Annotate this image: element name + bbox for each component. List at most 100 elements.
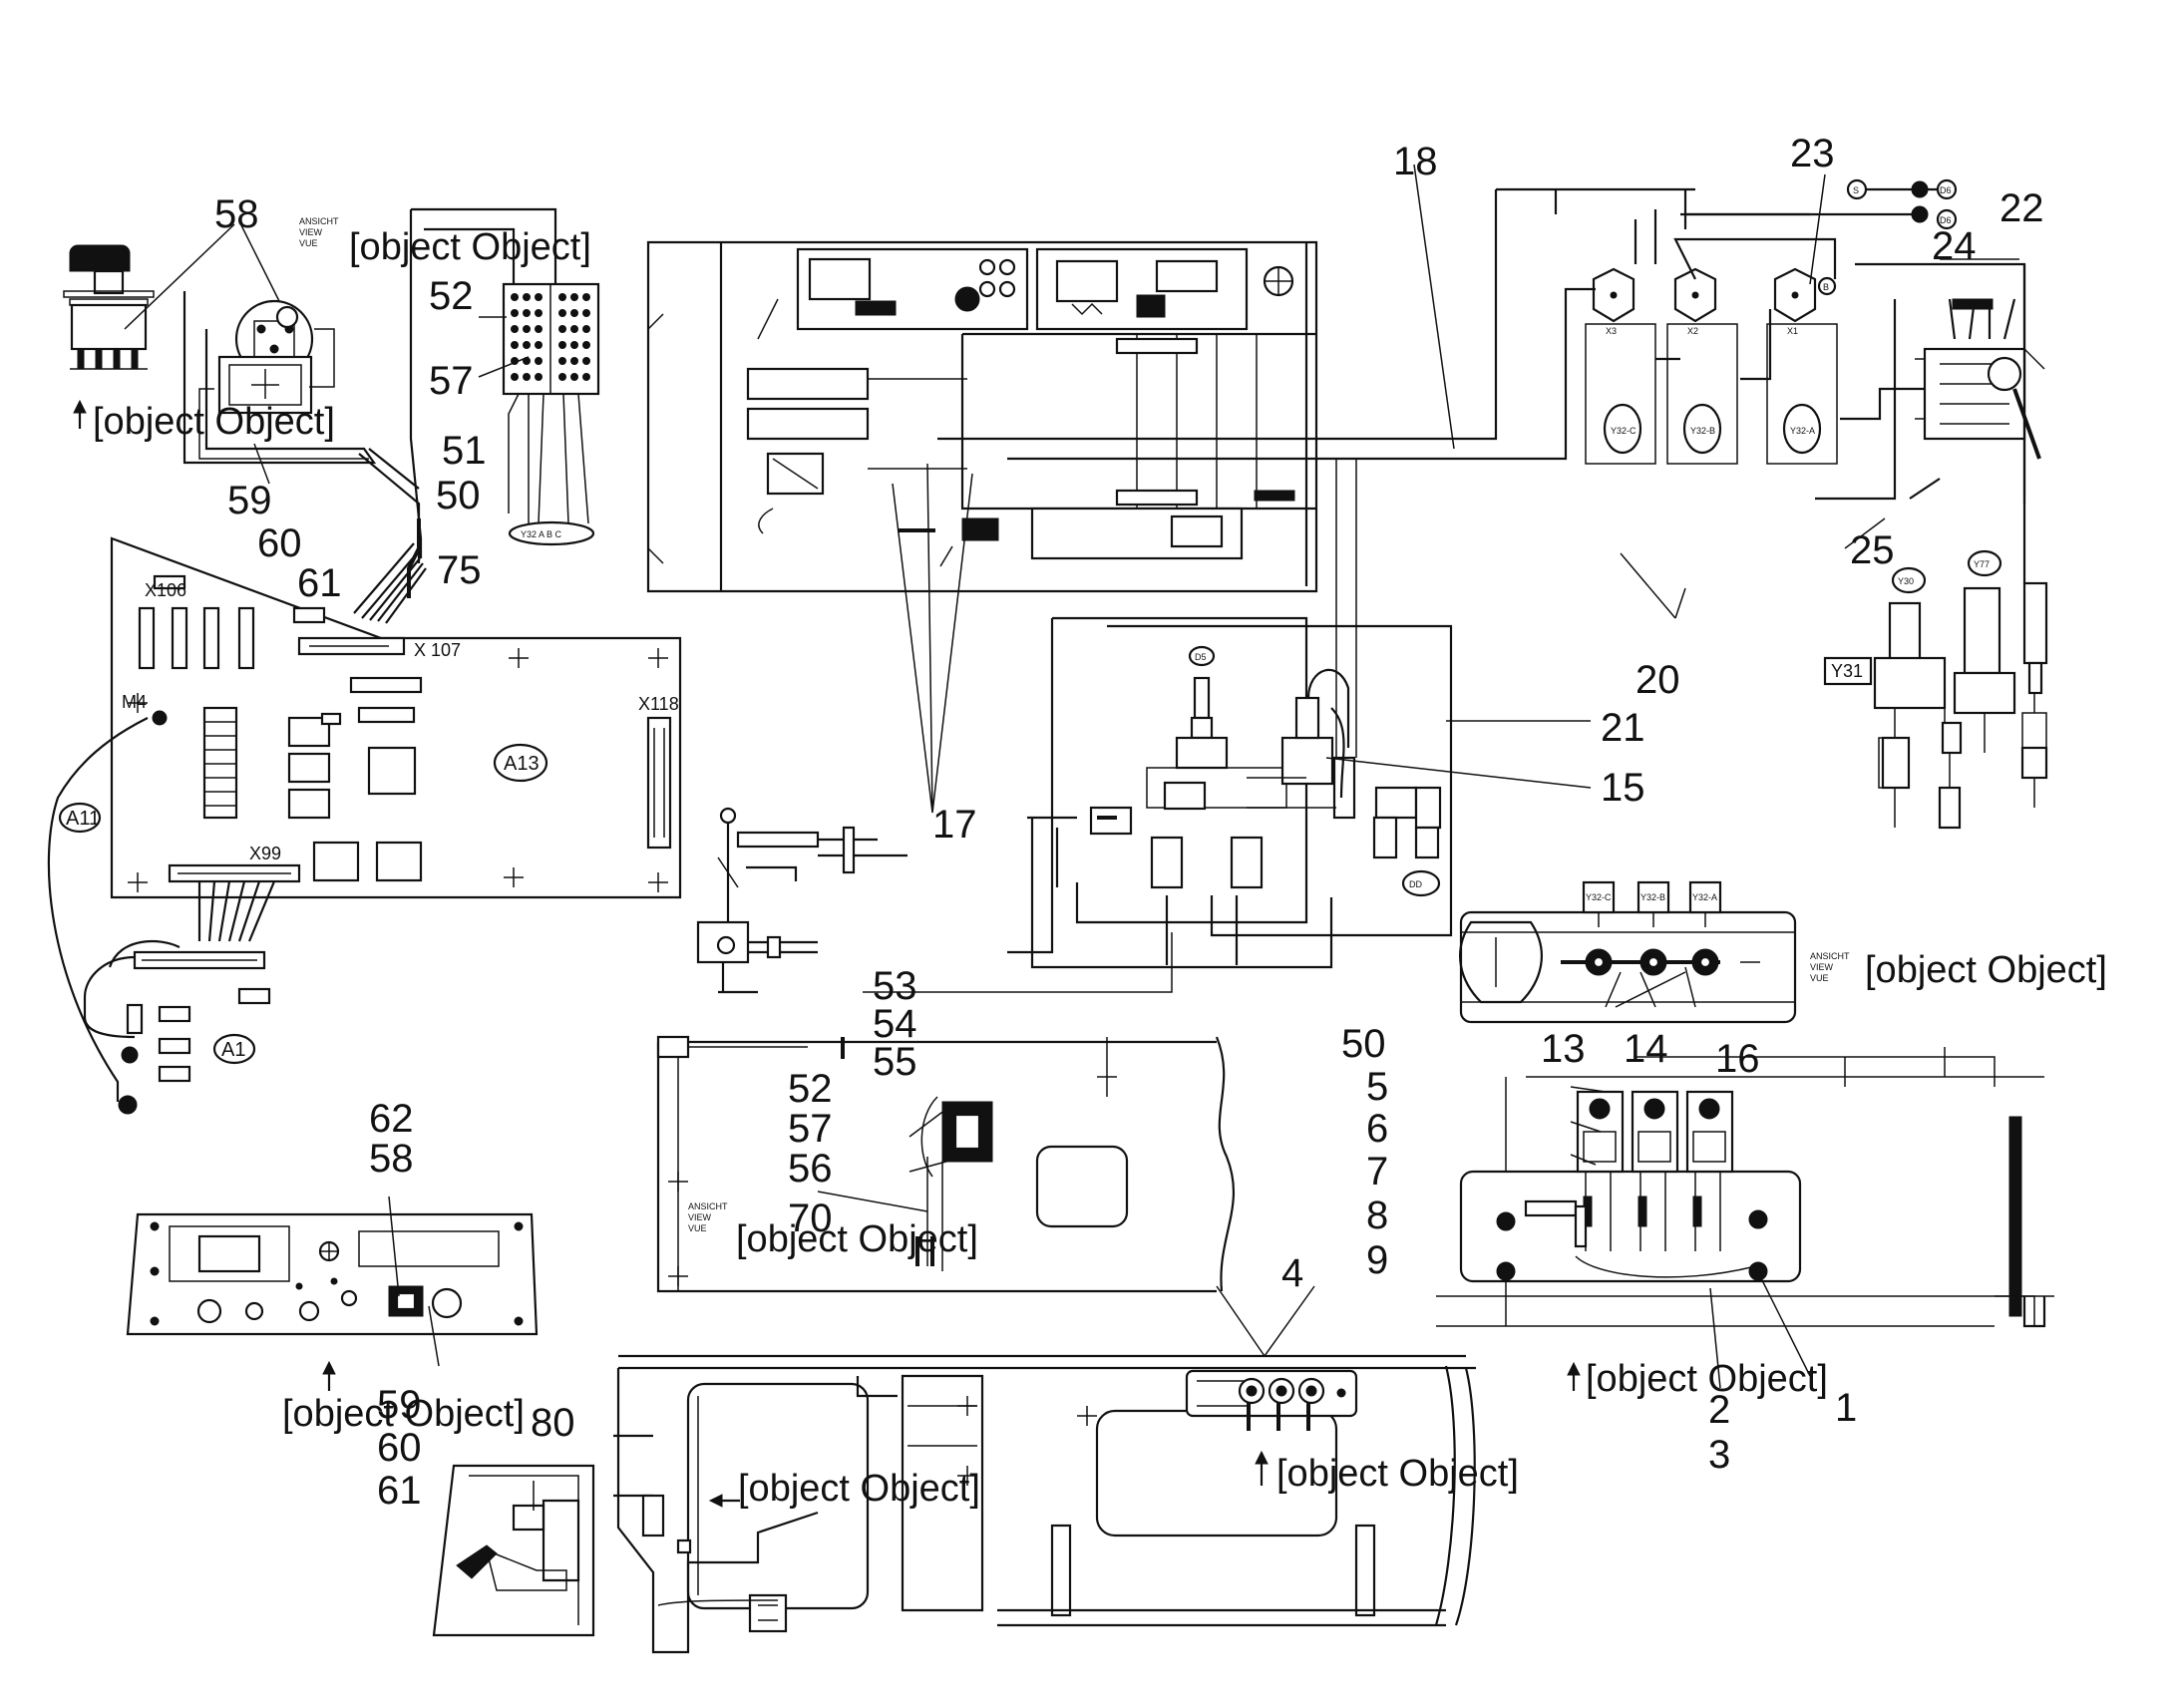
callout-20: 20 [1635,658,1680,702]
callout-15: 15 [1601,766,1645,810]
view-arrow-label-y: [object Object] [1586,1358,1828,1400]
callout-60: 60 [257,521,302,565]
callout-60-z: 60 [377,1426,422,1470]
callout-13: 13 [1541,1027,1586,1071]
callout-58-z: 58 [369,1137,414,1181]
view-header-line: VUE [1810,973,1829,983]
solenoid-y77: Y77 [1974,559,1990,569]
callout-59-z: 59 [377,1383,422,1427]
tag-dd: DD [1409,879,1422,889]
callout-56: 56 [788,1147,833,1191]
callout-59: 59 [227,479,272,522]
callout-50-y: 50 [1341,1022,1386,1066]
callout-7: 7 [1366,1150,1388,1194]
view-arrow-label-w: [object Object] [738,1468,980,1510]
callout-61-z: 61 [377,1469,422,1513]
lever-assembly-17 [696,807,908,994]
view-label-y: [object Object] [1865,949,2107,991]
callout-24: 24 [1932,224,1977,268]
view-header-line: VIEW [1810,962,1834,972]
tag-a1: A1 [221,1039,245,1061]
callout-22: 22 [1999,186,2044,230]
callout-16: 16 [1715,1037,1760,1081]
motor-m4: M4 [122,692,147,712]
tag-s: S [1853,185,1859,195]
callout-58: 58 [214,192,259,236]
connector-x107: X 107 [414,640,461,660]
tag-d5: D5 [1195,652,1207,662]
callout-8: 8 [1366,1194,1388,1237]
plug-tag-x2: X2 [1687,326,1698,336]
plug-tag-x1: X1 [1787,326,1798,336]
callout-57: 57 [429,359,474,403]
callout-17: 17 [932,803,977,847]
view-header-line: ANSICHT [299,216,339,226]
plug-tag-x3: X3 [1606,326,1617,336]
view-labels: [object Object] [object Object] [object … [93,226,2107,1510]
connector-x99: X99 [249,844,281,863]
callout-14: 14 [1624,1027,1668,1071]
tag-d6-lower: D6 [1940,215,1952,225]
view-arrow-label-v: [object Object] [93,401,335,443]
tag-b: B [1823,282,1829,292]
tag-a11: A11 [66,808,100,830]
solenoid-y31: Y31 [1831,661,1863,681]
callout-5: 5 [1366,1065,1388,1109]
view-header-w: ANSICHT VIEW VUE [688,1201,728,1233]
view-w-plate [656,1035,1236,1293]
view-header-line: VIEW [299,227,323,237]
callout-52-w: 52 [788,1067,833,1111]
callout-23: 23 [1790,132,1835,175]
callout-75: 75 [437,548,482,592]
view-header-line: ANSICHT [1810,951,1850,961]
callout-numbers: 58 52 57 51 50 59 60 61 75 18 23 22 24 2… [214,132,2044,1513]
harness-51 [353,518,427,624]
callout-55: 55 [873,1040,917,1084]
callout-9: 9 [1366,1238,1388,1282]
callout-80: 80 [531,1401,575,1445]
valve-y-tag-a: Y32-A [1692,892,1717,902]
callout-4: 4 [1281,1251,1303,1295]
callout-1: 1 [1835,1386,1857,1430]
control-valve-24 [1815,262,2045,504]
callout-3: 3 [1708,1433,1730,1477]
callout-21: 21 [1601,706,1645,750]
view-header-line: ANSICHT [688,1201,728,1211]
leader-lines [124,164,2019,1511]
y32-connector-label: Y32 A B C [521,529,562,539]
tag-d6-upper: D6 [1940,185,1952,195]
callout-51: 51 [442,429,487,473]
view-label-w: [object Object] [736,1218,978,1260]
view-header-v: ANSICHT VIEW VUE [299,216,339,248]
connector-x106: X106 [145,580,186,600]
plug-52-57: Y32 A B C [409,207,600,558]
view-header-line: VUE [688,1223,707,1233]
view-arrow-label-x: [object Object] [1276,1453,1519,1495]
plug-pins [511,293,590,381]
valve-stack-lower [1436,1047,2054,1328]
view-z-dash-panel [126,1212,539,1391]
view-header-y: ANSICHT VIEW VUE [1810,951,1850,983]
callout-62: 62 [369,1097,414,1141]
hydraulic-fittings-15: D5 DD [1007,459,1453,969]
switch-58-assembly [63,244,155,429]
view-header-line: VIEW [688,1212,712,1222]
callout-52: 52 [429,274,474,318]
handle-80 [432,1464,595,1637]
view-header-line: VUE [299,238,318,248]
valve-tag-y32-a: Y32-A [1790,426,1815,436]
callout-25: 25 [1850,528,1895,572]
callout-6: 6 [1366,1107,1388,1151]
valve-y-tag-c: Y32-C [1586,892,1612,902]
callout-61: 61 [297,561,342,605]
valve-y-tag-b: Y32-B [1640,892,1665,902]
callout-53: 53 [873,964,917,1008]
solenoid-y30: Y30 [1898,576,1914,586]
connector-x118: X118 [638,694,679,714]
electronics-board-a13: X 107 X118 X99 A13 X106 M4 [110,536,682,899]
callout-2: 2 [1708,1388,1730,1432]
valve-bank-y32: X3 Y32-C X2 Y32-B X1 Y32-A B S D6 [937,178,2009,465]
view-label-z: [object Object] [282,1393,525,1435]
harness-a1: A11 A1 [47,717,276,1115]
